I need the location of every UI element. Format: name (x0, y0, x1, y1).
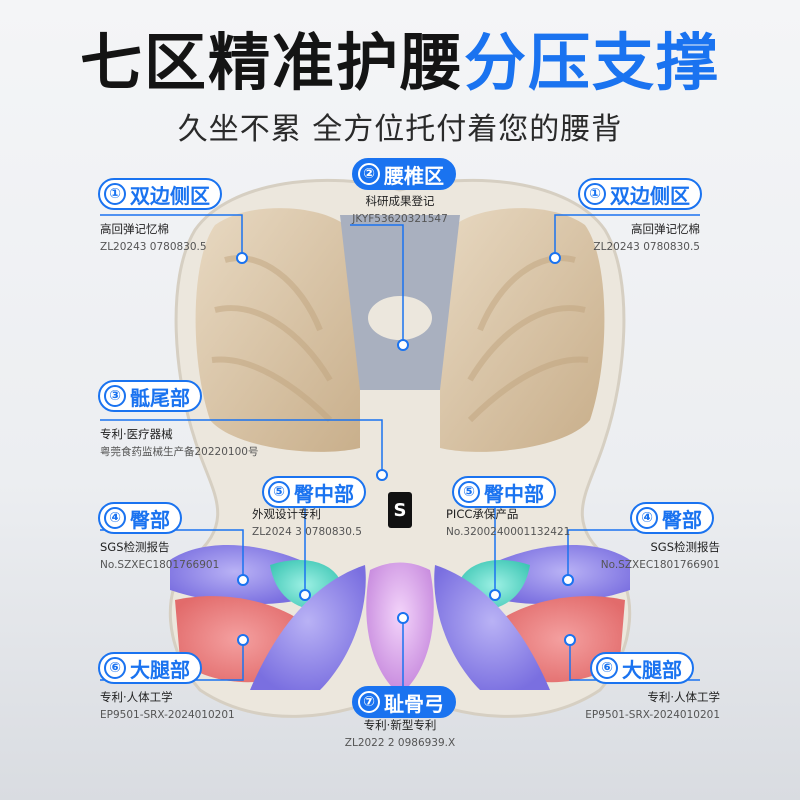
zone-title: 大腿部 (622, 657, 682, 682)
left-hip-pad (170, 545, 300, 605)
right-inner-pad (434, 565, 550, 690)
brand-logo-icon: S (388, 492, 412, 528)
zone-title: 臀中部 (484, 481, 544, 506)
zone-title: 耻骨弓 (384, 691, 444, 716)
zone-number: ① (584, 183, 606, 205)
zone-info-coccyx: 专利·医疗器械粤莞食药监械生产备20220100号 (100, 427, 259, 458)
pubic-arch-pad (366, 562, 434, 695)
zone-title: 臀中部 (294, 481, 354, 506)
zone-number: ④ (104, 507, 126, 529)
zone-number: ⑤ (268, 481, 290, 503)
zone-title: 腰椎区 (384, 163, 444, 188)
zone-number: ② (358, 163, 380, 185)
zone-title: 双边侧区 (610, 183, 690, 208)
zone-title: 骶尾部 (130, 385, 190, 410)
zone-number: ③ (104, 385, 126, 407)
zone-title: 大腿部 (130, 657, 190, 682)
title-main: 七区精准护腰 (79, 26, 464, 99)
left-inner-pad (250, 565, 366, 690)
zone-number: ④ (636, 507, 658, 529)
zone-number: ① (104, 183, 126, 205)
page-title: 七区精准护腰分压支撑 (0, 28, 800, 98)
zone-title: 双边侧区 (130, 183, 210, 208)
zone-number: ⑥ (104, 657, 126, 679)
zone-title: 臀部 (130, 507, 170, 532)
zone-title: 臀部 (662, 507, 702, 532)
right-hip-pad (500, 545, 630, 605)
zone-number: ⑤ (458, 481, 480, 503)
title-accent: 分压支撑 (464, 26, 721, 99)
page-subtitle: 久坐不累 全方位托付着您的腰背 (177, 112, 623, 147)
zone-number: ⑦ (358, 691, 380, 713)
zone-number: ⑥ (596, 657, 618, 679)
